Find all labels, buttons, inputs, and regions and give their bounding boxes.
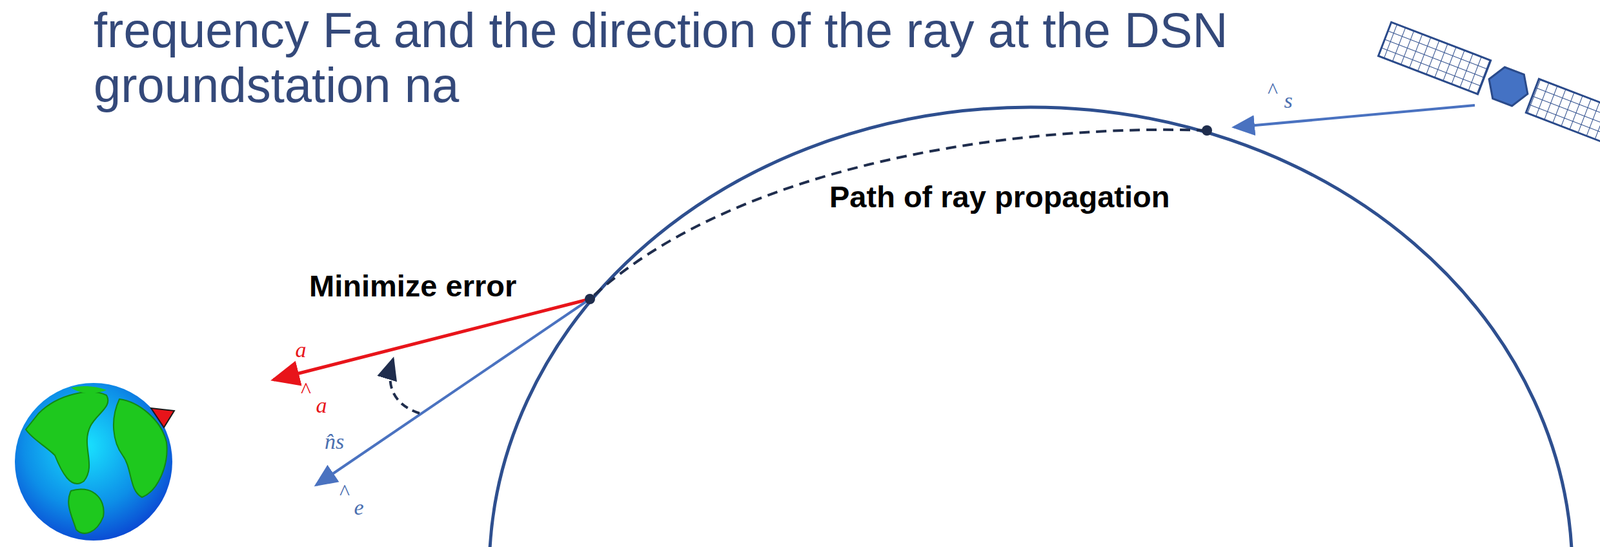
vector-symbol: n̂s (324, 429, 345, 454)
error-label: Minimize error (309, 269, 517, 303)
atmosphere-boundary (489, 107, 1573, 547)
vector-symbol: s (1283, 88, 1293, 113)
satellite (1378, 21, 1600, 151)
ground-station-flag (151, 407, 175, 428)
rotation-arrow (389, 358, 420, 414)
path-label: Path of ray propagation (829, 180, 1171, 214)
hat-symbol: ^ (1267, 78, 1278, 102)
signal-arrow (1234, 105, 1475, 128)
hat-symbol: ^ (339, 479, 350, 504)
ray-path (589, 129, 1207, 299)
vector-symbol: e (353, 495, 364, 519)
slide-title: frequency Fa and the direction of the ra… (93, 2, 1359, 113)
red-arrow (273, 298, 590, 380)
earth-globe (14, 382, 173, 541)
blue-arrow (316, 298, 590, 485)
vector-symbol: a (295, 337, 307, 362)
entry-dot (1201, 125, 1213, 136)
hat-symbol: ^ (300, 377, 312, 402)
exit-dot (584, 293, 596, 304)
vector-symbol: a (316, 393, 328, 417)
